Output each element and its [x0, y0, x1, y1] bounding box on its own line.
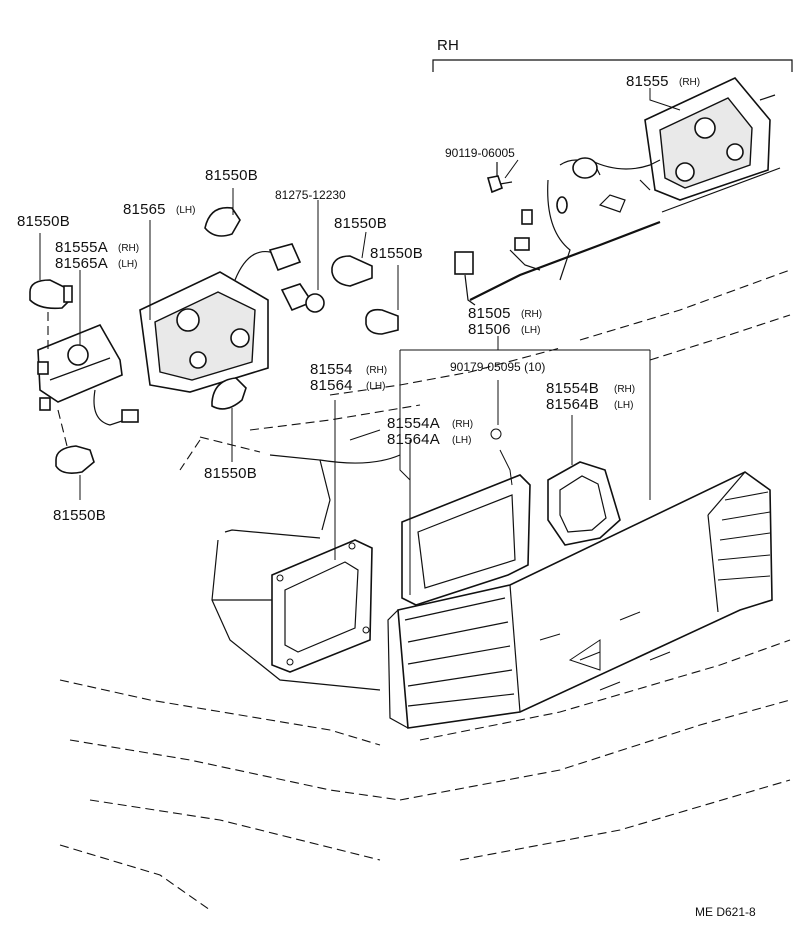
label-90179: 90179-05095 (10): [450, 360, 545, 374]
screw-90119: [486, 162, 513, 194]
label-81564-lh: (LH): [366, 381, 385, 392]
label-81555A-rh: (RH): [118, 243, 139, 254]
label-81564B-lh: (LH): [614, 400, 633, 411]
wiring-harness-81505: [454, 157, 781, 306]
label-81554: 81554: [310, 361, 353, 378]
label-bulb-mid: 81550B: [334, 215, 387, 232]
rear-lamp-lens: [387, 471, 773, 729]
label-90119: 90119-06005: [445, 146, 515, 160]
label-81564: 81564: [310, 377, 353, 394]
label-81505: 81505: [468, 305, 511, 322]
label-81565-lh: (LH): [176, 205, 195, 216]
bulb-3: [331, 255, 373, 287]
label-bulb-right: 81550B: [370, 245, 423, 262]
label-81565A-lh: (LH): [118, 259, 137, 270]
part-labels: 81555 (RH) 90119-06005 81275-12230 81550…: [17, 73, 756, 919]
label-81565: 81565: [123, 201, 166, 218]
bulb-5: [211, 377, 247, 410]
label-bulb-bottom: 81550B: [204, 465, 257, 482]
label-81565A: 81565A: [55, 255, 108, 272]
label-81555: 81555: [626, 73, 669, 90]
bulb-1: [29, 279, 73, 310]
bulb-6: [55, 445, 95, 474]
bulb-group: [29, 206, 399, 474]
gasket-81554A: [401, 474, 531, 606]
label-81554-rh: (RH): [366, 365, 387, 376]
label-bulb-left: 81550B: [17, 213, 70, 230]
label-81555A: 81555A: [55, 239, 108, 256]
lamp-socket-81555: [639, 77, 776, 201]
label-81564A-lh: (LH): [452, 435, 471, 446]
label-81275: 81275-12230: [275, 188, 346, 202]
label-81554A-rh: (RH): [452, 419, 473, 430]
bulb-4: [365, 308, 399, 335]
socket-81275: [268, 243, 325, 313]
label-81564B: 81564B: [546, 396, 599, 413]
footer-code: ME D621-8: [695, 905, 756, 919]
socket-plate-81555A: [37, 323, 139, 426]
label-81554B-rh: (RH): [614, 384, 635, 395]
label-bulb-top: 81550B: [205, 167, 258, 184]
bulb-2: [204, 206, 241, 237]
lamp-socket-81565: [139, 250, 286, 393]
rh-label: RH: [437, 37, 459, 54]
leader-lines: [39, 88, 681, 595]
label-81554A: 81554A: [387, 415, 440, 432]
label-81505-rh: (RH): [521, 309, 542, 320]
label-81564A: 81564A: [387, 431, 440, 448]
gasket-81554B: [547, 461, 621, 546]
label-bulb-lower-left: 81550B: [53, 507, 106, 524]
label-81506-lh: (LH): [521, 325, 540, 336]
label-81555-rh: (RH): [679, 77, 700, 88]
gasket-81554: [271, 539, 373, 673]
label-81554B: 81554B: [546, 380, 599, 397]
label-81506: 81506: [468, 321, 511, 338]
rh-bracket: RH: [432, 37, 793, 72]
